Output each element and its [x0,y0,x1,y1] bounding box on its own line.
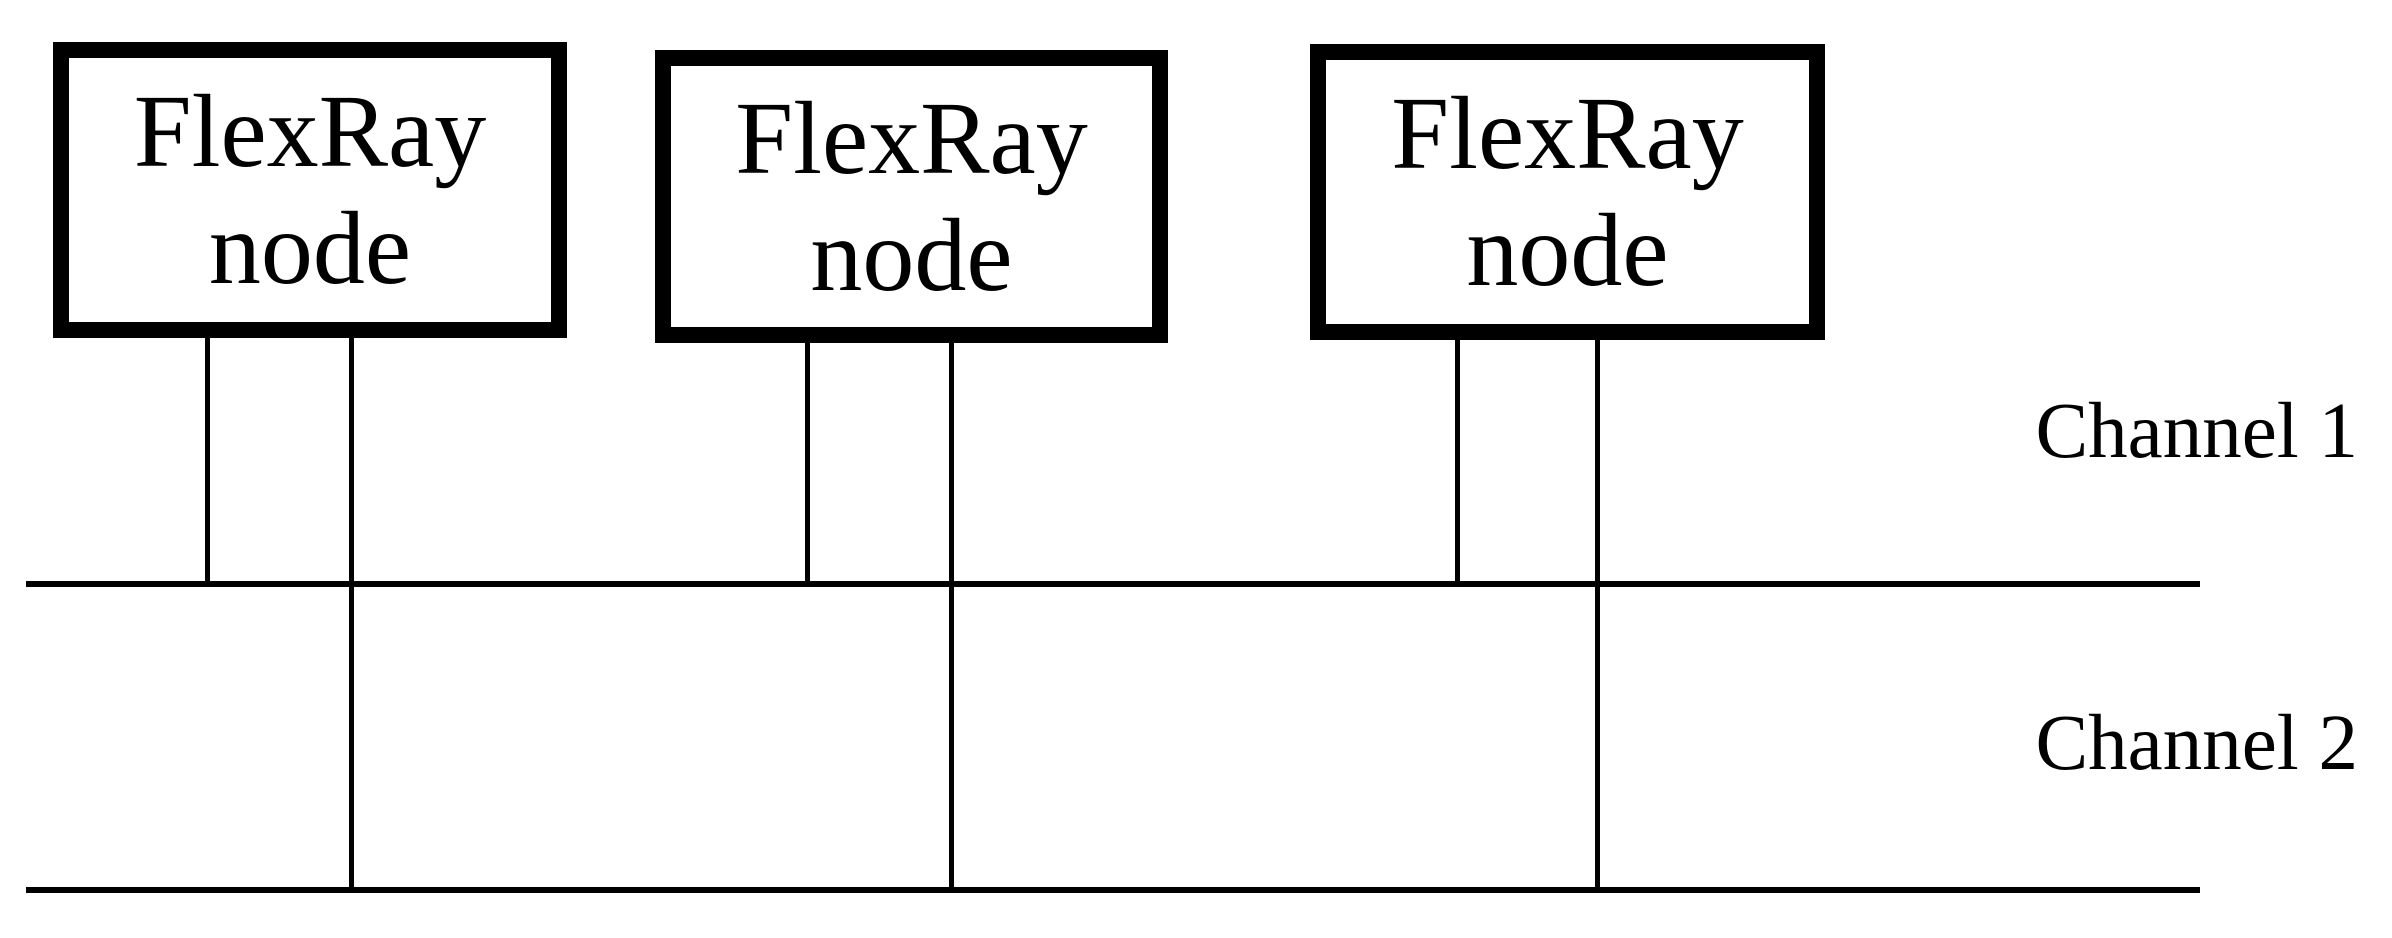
flexray-node-1-label-line1: FlexRay [133,74,487,189]
channel2-label: Channel 2 [2035,700,2358,787]
flexray-node-3-label-line2: node [1466,193,1669,308]
node1-channel1-tap-line [205,335,210,587]
flexray-node-2-label-line2: node [810,197,1013,313]
node3-channel2-tap-line [1595,337,1600,893]
flexray-node-3-label: FlexRay node [1391,75,1743,309]
flexray-node-2-label-line1: FlexRay [735,80,1088,196]
channel1-bus-line [26,581,2200,587]
channel2-bus-line [26,887,2200,893]
node1-channel2-tap-line [349,335,354,893]
flexray-node-box-2: FlexRay node [655,50,1168,343]
node2-channel2-tap-line [949,340,954,893]
node2-channel1-tap-line [805,340,810,587]
flexray-node-1-label-line2: node [208,191,412,306]
flexray-node-box-1: FlexRay node [53,42,567,338]
flexray-node-2-label: FlexRay node [735,80,1087,314]
flexray-node-3-label-line1: FlexRay [1391,76,1744,191]
channel1-label: Channel 1 [2035,388,2358,475]
flexray-node-1-label: FlexRay node [134,73,486,307]
node3-channel1-tap-line [1455,337,1460,587]
flexray-node-box-3: FlexRay node [1310,44,1825,340]
